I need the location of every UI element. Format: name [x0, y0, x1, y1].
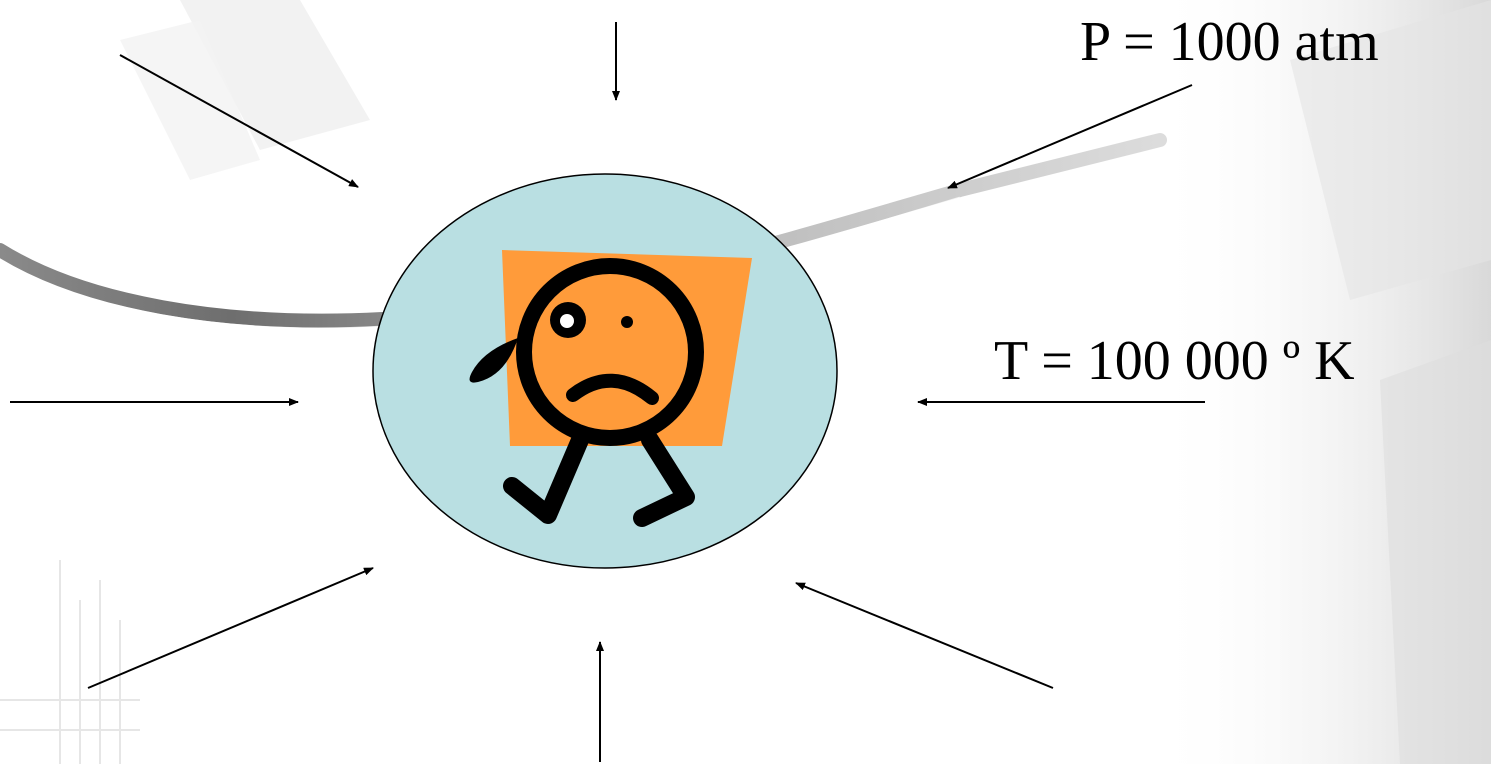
- pressure-label: P = 1000 atm: [1080, 11, 1379, 73]
- arrow-top-left: [119, 54, 359, 188]
- arrow-bottom-left: [87, 567, 374, 689]
- arrow-top-right: [947, 84, 1193, 189]
- scared-walking-face-icon: [469, 250, 752, 527]
- arrow-bottom-right: [795, 582, 1054, 689]
- temperature-label: T = 100 000 º K: [994, 330, 1355, 392]
